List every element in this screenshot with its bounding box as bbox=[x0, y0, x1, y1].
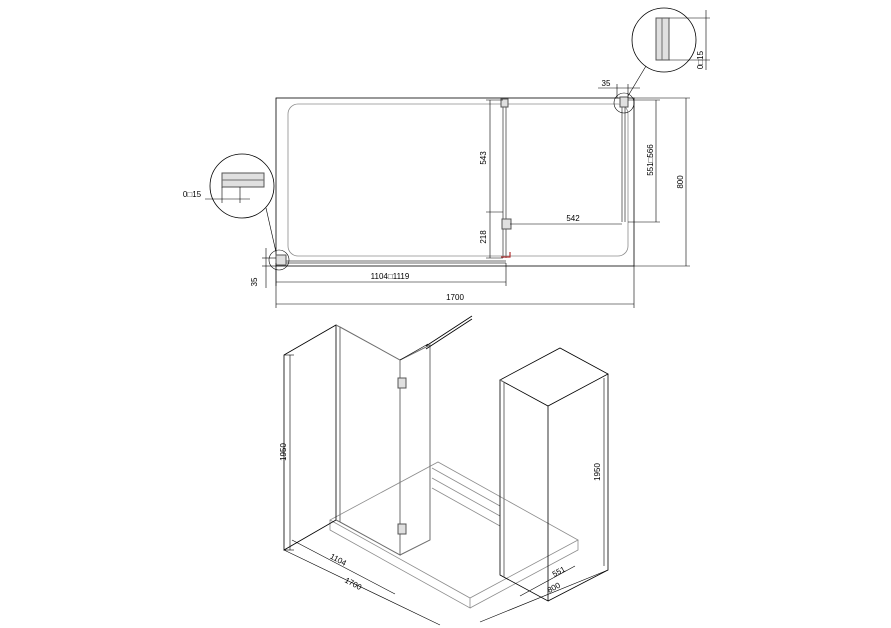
iso-dim-width-line bbox=[479, 569, 609, 623]
detail-right-circle bbox=[631, 7, 697, 73]
corner-hinge bbox=[501, 252, 511, 258]
iso-right-panel bbox=[499, 347, 609, 407]
leader-line bbox=[627, 65, 647, 97]
plan-view: 1104□1119 1700 800 551□566 542 543 218 3 bbox=[250, 79, 690, 308]
dim-total-width: 800 bbox=[676, 175, 685, 189]
left-wall-profile bbox=[275, 254, 287, 266]
iso-tray-front bbox=[329, 520, 471, 609]
iso-left-panel-edge bbox=[335, 324, 341, 523]
detail-right: 0□15 bbox=[627, 7, 710, 97]
iso-dim-length: 1700 bbox=[343, 576, 363, 593]
dim-front-panel: 1104□1119 bbox=[371, 272, 410, 281]
dim-right-offset: 35 bbox=[602, 79, 611, 88]
iso-dim-length-line bbox=[283, 549, 441, 626]
dim-left-offset: 35 bbox=[250, 277, 259, 286]
iso-view: 1950 1950 1104 1700 551 800 bbox=[279, 315, 609, 626]
iso-left-panel bbox=[283, 324, 337, 551]
iso-dim-height-right: 1950 bbox=[593, 463, 602, 481]
iso-tray-side bbox=[469, 540, 579, 609]
right-detail-marker bbox=[613, 92, 635, 114]
tray-inner bbox=[287, 103, 629, 257]
iso-dim-height-left: 1950 bbox=[279, 443, 288, 461]
iso-dim-front-panel-line bbox=[291, 539, 396, 595]
iso-right-panel-front bbox=[499, 380, 549, 602]
iso-tray bbox=[329, 461, 579, 599]
iso-stabiliser-bar-edge bbox=[425, 318, 473, 350]
dim-upper-segment: 543 bbox=[479, 151, 488, 165]
detail-left-label: 0□15 bbox=[183, 190, 202, 199]
iso-tray-rails bbox=[431, 467, 501, 527]
iso-hinge-upper bbox=[397, 377, 407, 389]
hinge-block bbox=[501, 218, 512, 230]
iso-right-panel-edge bbox=[499, 379, 505, 577]
iso-bar-connector bbox=[399, 343, 429, 361]
detail-left: 0□15 bbox=[183, 153, 277, 253]
detail-left-circle bbox=[209, 153, 275, 219]
iso-front-glass bbox=[339, 326, 401, 556]
iso-return-glass bbox=[399, 344, 431, 556]
iso-hinge-lower bbox=[397, 523, 407, 535]
dim-lower-segment: 218 bbox=[479, 230, 488, 244]
dim-total-length: 1700 bbox=[446, 293, 464, 302]
iso-dim-side-panel: 551 bbox=[551, 564, 567, 578]
dim-side-panel: 542 bbox=[566, 214, 580, 223]
iso-stabiliser-bar bbox=[425, 315, 473, 347]
upper-profile bbox=[500, 98, 509, 108]
iso-dim-side-panel-line bbox=[519, 565, 576, 597]
tray-outline bbox=[275, 97, 635, 267]
dim-right-range: 551□566 bbox=[646, 144, 655, 176]
left-detail-marker bbox=[268, 249, 290, 271]
detail-right-label: 0□15 bbox=[696, 50, 705, 69]
leader-line bbox=[265, 207, 277, 253]
iso-dim-front-panel: 1104 bbox=[328, 552, 348, 568]
right-wall-profile bbox=[619, 96, 629, 108]
